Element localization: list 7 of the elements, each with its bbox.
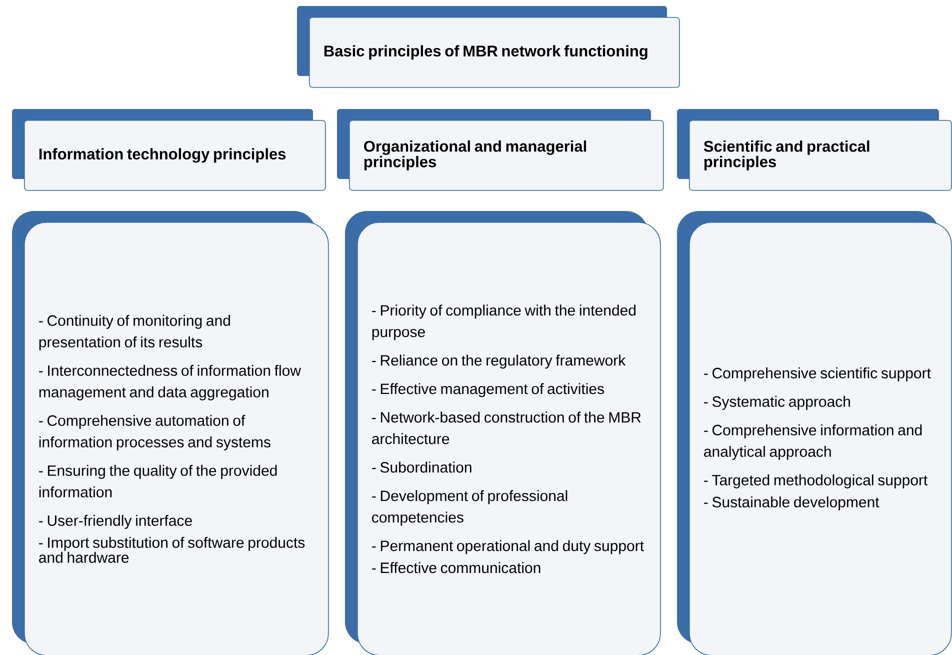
- list-box: - Priority of compliance with the intended purpose - Reliance on the regulatory framework - Effective management of activities - Network-based construction of the MBR architecture - Subordination - Development of professional competencies - Permanent operational and duty support - Effective communication: [345, 211, 661, 655]
- header-box: Scientific and practical principles: [677, 109, 952, 191]
- header-box: Organizational and managerial principles: [337, 109, 664, 191]
- list-box: - Comprehensive scientific support - Systematic approach - Comprehensive information and analytical approach - Targeted methodological support - Sustainable development: [677, 211, 952, 655]
- title-box: Basic principles of MBR network functioning: [297, 6, 680, 88]
- list-box: - Continuity of monitoring and presentation of its results - Interconnectedness of information flow management and data aggregation - Comprehensive automation of information processes and systems - Ensuring the quality of the provided information - User-friendly interface - Import substitution of software products and hardware: [12, 211, 329, 655]
- header-box: Information technology principles: [12, 109, 326, 191]
